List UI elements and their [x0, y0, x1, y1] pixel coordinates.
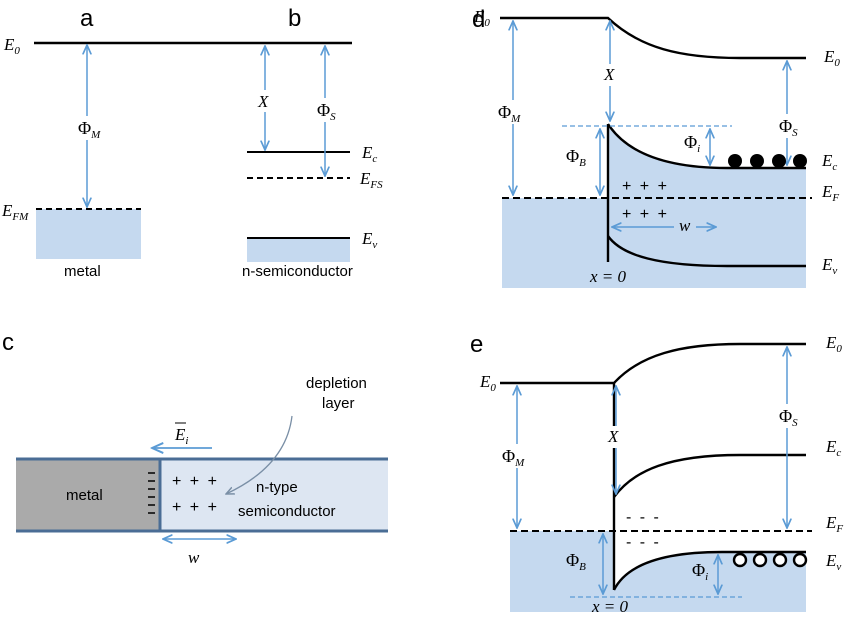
- label-layer: layer: [322, 395, 355, 412]
- chi-e-bg: [606, 426, 626, 448]
- ev-curve-e: [612, 550, 806, 591]
- label-efs: EFS: [359, 169, 383, 191]
- label-phi-i-e: Φi: [692, 560, 708, 583]
- label-chi-e: X: [607, 427, 619, 446]
- label-ec-e: Ec: [825, 437, 841, 459]
- panel-letter-d: d: [472, 6, 485, 33]
- label-field: Ei: [174, 425, 188, 447]
- label-chi-d: X: [603, 65, 615, 84]
- label-n-semiconductor: n-semiconductor: [242, 263, 353, 280]
- label-phi-m-d: ΦM: [498, 102, 521, 125]
- label-w-d: w: [679, 216, 691, 235]
- ec-curve-d: [606, 123, 806, 170]
- label-ev-e: Ev: [825, 551, 841, 573]
- panel-letter-a: a: [80, 5, 94, 32]
- ev-curve-d: [607, 235, 806, 268]
- label-phi-m-e: ΦM: [502, 446, 525, 469]
- label-phi-b-e: ΦB: [566, 550, 586, 573]
- label-ev-d: Ev: [821, 255, 837, 277]
- metal-fill: [36, 209, 141, 259]
- band-fill-e: [510, 531, 806, 612]
- label-phi-s-b: ΦS: [317, 100, 336, 123]
- label-w-c: w: [188, 548, 200, 567]
- phi-s-bg: [315, 98, 339, 122]
- phi-m-bg: [76, 116, 100, 140]
- label-phi-s-d: ΦS: [779, 116, 798, 139]
- panel-c: c metal + + + + + + n-type semiconductor…: [2, 329, 388, 567]
- phi-m-e-bg: [500, 444, 532, 468]
- panel-letter-c: c: [2, 329, 14, 356]
- label-phi-i-d: Φi: [684, 132, 700, 155]
- electrons-d: [728, 154, 807, 168]
- w-d-bg: [674, 214, 696, 234]
- minus-charges-e2: - - -: [626, 534, 661, 551]
- phi-s-e-bg: [777, 404, 805, 428]
- label-ef-d: EF: [821, 182, 839, 204]
- plus-charges-c2: + + +: [172, 499, 219, 516]
- plus-charges-c1: + + +: [172, 473, 219, 490]
- plus-charges-d2: + + +: [622, 206, 669, 223]
- label-x0-d: x = 0: [589, 267, 627, 286]
- label-e0-left-d: E0: [473, 7, 490, 29]
- e0-curve-e: [500, 342, 806, 385]
- label-e0-left-e: E0: [479, 372, 496, 394]
- label-ef-e: EF: [825, 513, 843, 535]
- label-ec-b: Ec: [361, 143, 377, 165]
- label-e0-ab: E0: [3, 35, 20, 57]
- label-phi-s-e: ΦS: [779, 406, 798, 429]
- phi-m-d-bg: [496, 100, 528, 124]
- holes-e: [732, 552, 808, 568]
- ec-curve-e: [613, 453, 806, 498]
- label-metal-c: metal: [66, 487, 103, 504]
- valence-fill-b: [247, 238, 350, 262]
- chi-d-bg: [601, 64, 621, 86]
- metal-block: [16, 460, 160, 530]
- label-depletion: depletion: [306, 375, 367, 392]
- label-phi-m-a: ΦM: [78, 118, 101, 141]
- semiconductor-block: [160, 460, 388, 530]
- plus-charges-d1: + + +: [622, 178, 669, 195]
- panel-d: d E0 E0 Ec EF Ev ΦM X ΦB Φi ΦS + + + + +…: [472, 6, 840, 288]
- phi-s-d-bg: [777, 114, 805, 138]
- panel-letter-e: e: [470, 331, 483, 358]
- panel-e: e E0 E0 Ec EF Ev ΦM X ΦS ΦB Φi - - - - -…: [470, 331, 843, 616]
- chi-bg: [256, 90, 274, 112]
- panel-letter-b: b: [288, 5, 301, 32]
- panel-ab: a b E0 EFM ΦM metal Ec EFS Ev X ΦS n-sem…: [1, 5, 383, 280]
- label-e0-right-d: E0: [823, 47, 840, 69]
- negative-charges: [148, 472, 155, 514]
- label-e0-right-e: E0: [825, 333, 842, 355]
- label-efm: EFM: [1, 201, 29, 223]
- label-x0-e: x = 0: [591, 597, 629, 616]
- minus-charges-e1: - - -: [626, 509, 661, 526]
- label-phi-b-d: ΦB: [566, 146, 586, 169]
- label-ntype: n-type: [256, 479, 298, 496]
- label-ev-b: Ev: [361, 229, 377, 251]
- e0-curve-d: [500, 16, 806, 60]
- label-ec-d: Ec: [821, 151, 837, 173]
- label-chi-b: X: [257, 92, 269, 111]
- band-fill-d: [502, 124, 806, 288]
- depletion-pointer: [226, 415, 293, 494]
- label-metal: metal: [64, 263, 101, 280]
- label-semiconductor: semiconductor: [238, 503, 336, 520]
- valence-fill-d: [608, 236, 806, 288]
